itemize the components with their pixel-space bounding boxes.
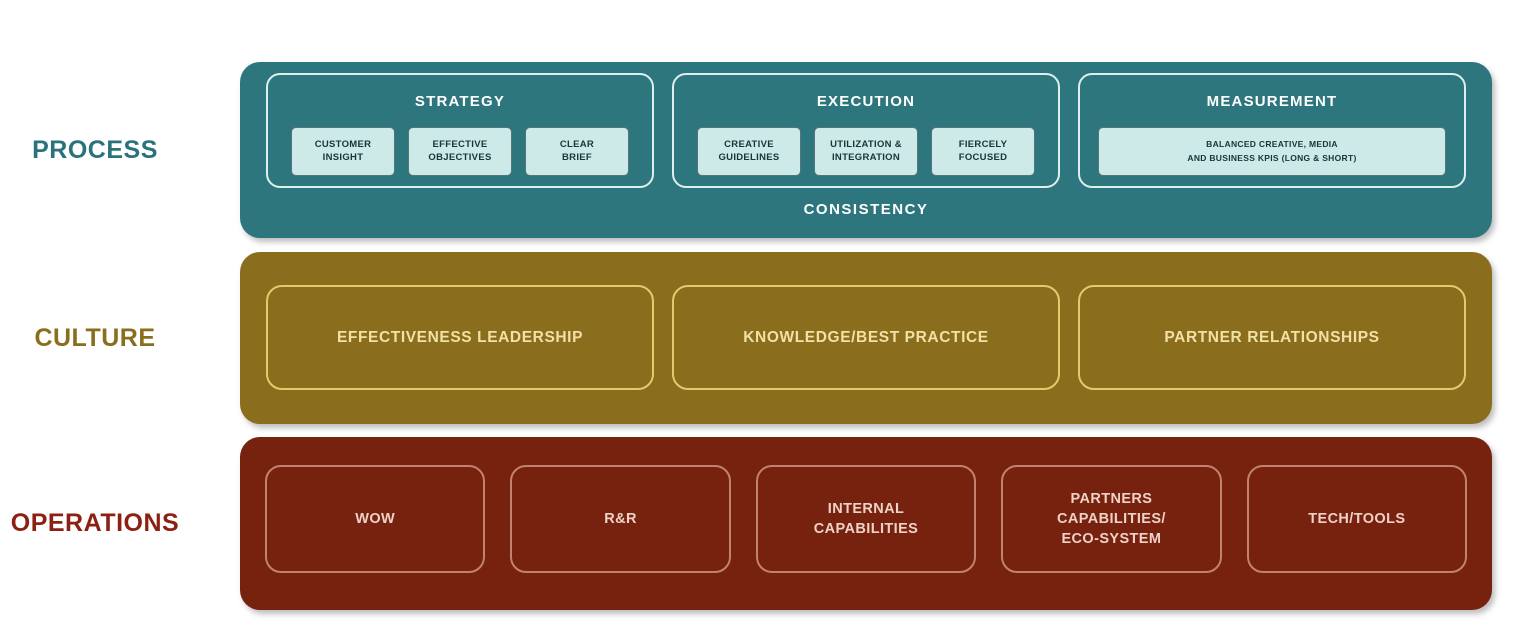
chip-line: BRIEF xyxy=(562,151,592,163)
operations-boxes: WOW R&R INTERNAL CAPABILITIES PARTNERS C… xyxy=(265,465,1468,573)
consistency-label: CONSISTENCY xyxy=(803,201,929,218)
chip-line: CLEAR xyxy=(559,138,595,150)
chip-utilization-integration: UTILIZATION & INTEGRATION xyxy=(814,127,918,176)
culture-boxes: EFFECTIVENESS LEADERSHIP KNOWLEDGE/BEST … xyxy=(266,285,1466,390)
op-box-rr: R&R xyxy=(510,465,731,573)
execution-chip-row: CREATIVE GUIDELINES UTILIZATION & INTEGR… xyxy=(674,127,1058,176)
op-box-internal-capabilities: INTERNAL CAPABILITIES xyxy=(755,465,977,573)
op-box-wow: WOW xyxy=(265,465,486,573)
chip-line: GUIDELINES xyxy=(718,151,780,163)
chip-balanced-kpis: BALANCED CREATIVE, MEDIA AND BUSINESS KP… xyxy=(1098,127,1446,176)
section-measurement: MEASUREMENT BALANCED CREATIVE, MEDIA AND… xyxy=(1078,73,1466,188)
chip-line: BALANCED CREATIVE, MEDIA xyxy=(1206,138,1338,149)
chip-line: EFFECTIVE xyxy=(432,138,488,150)
op-box-line: CAPABILITIES xyxy=(813,521,919,537)
culture-box-knowledge-best-practice: KNOWLEDGE/BEST PRACTICE xyxy=(672,285,1060,390)
culture-box-partner-relationships: PARTNER RELATIONSHIPS xyxy=(1078,285,1466,390)
chip-line: INSIGHT xyxy=(322,151,364,163)
measurement-chip-row: BALANCED CREATIVE, MEDIA AND BUSINESS KP… xyxy=(1080,127,1464,176)
culture-band: EFFECTIVENESS LEADERSHIP KNOWLEDGE/BEST … xyxy=(240,252,1492,424)
section-execution: EXECUTION CREATIVE GUIDELINES UTILIZATIO… xyxy=(672,73,1060,188)
chip-customer-insight: CUSTOMER INSIGHT xyxy=(291,127,395,176)
op-box-line: ECO-SYSTEM xyxy=(1061,531,1162,548)
chip-line: CREATIVE xyxy=(724,138,774,150)
chip-creative-guidelines: CREATIVE GUIDELINES xyxy=(697,127,801,176)
process-band: STRATEGY CUSTOMER INSIGHT EFFECTIVE OBJE… xyxy=(240,62,1492,238)
chip-clear-brief: CLEAR BRIEF xyxy=(525,127,629,176)
op-box-line: CAPABILITIES/ xyxy=(1056,510,1166,527)
operations-band: WOW R&R INTERNAL CAPABILITIES PARTNERS C… xyxy=(240,437,1492,610)
chip-line: FIERCELY xyxy=(958,138,1008,150)
chip-line: OBJECTIVES xyxy=(428,151,492,163)
op-box-line: INTERNAL xyxy=(827,500,905,517)
chip-line: INTEGRATION xyxy=(831,151,901,163)
op-box-partners-capabilities-eco-system: PARTNERS CAPABILITIES/ ECO-SYSTEM xyxy=(1001,465,1222,573)
chip-line: CUSTOMER xyxy=(314,138,372,150)
section-title-strategy: STRATEGY xyxy=(414,93,506,110)
section-title-measurement: MEASUREMENT xyxy=(1206,93,1338,110)
chip-line: AND BUSINESS KPIS (LONG & SHORT) xyxy=(1187,152,1357,163)
strategy-chip-row: CUSTOMER INSIGHT EFFECTIVE OBJECTIVES CL… xyxy=(268,127,652,176)
op-box-tech-tools: TECH/TOOLS xyxy=(1246,465,1468,573)
op-box-line: PARTNERS xyxy=(1070,490,1153,507)
chip-line: UTILIZATION & xyxy=(830,138,902,150)
chip-line: FOCUSED xyxy=(958,151,1008,163)
row-label-culture: CULTURE xyxy=(34,324,156,352)
op-box-line: R&R xyxy=(604,510,637,527)
chip-fiercely-focused: FIERCELY FOCUSED xyxy=(931,127,1035,176)
culture-box-effectiveness-leadership: EFFECTIVENESS LEADERSHIP xyxy=(266,285,654,390)
row-label-process: PROCESS xyxy=(32,136,158,164)
op-box-line: WOW xyxy=(355,510,396,527)
section-title-execution: EXECUTION xyxy=(816,93,916,110)
row-label-operations: OPERATIONS xyxy=(10,509,180,537)
chip-effective-objectives: EFFECTIVE OBJECTIVES xyxy=(408,127,512,176)
op-box-line: TECH/TOOLS xyxy=(1308,510,1406,527)
process-sections: STRATEGY CUSTOMER INSIGHT EFFECTIVE OBJE… xyxy=(266,73,1466,188)
section-strategy: STRATEGY CUSTOMER INSIGHT EFFECTIVE OBJE… xyxy=(266,73,654,188)
